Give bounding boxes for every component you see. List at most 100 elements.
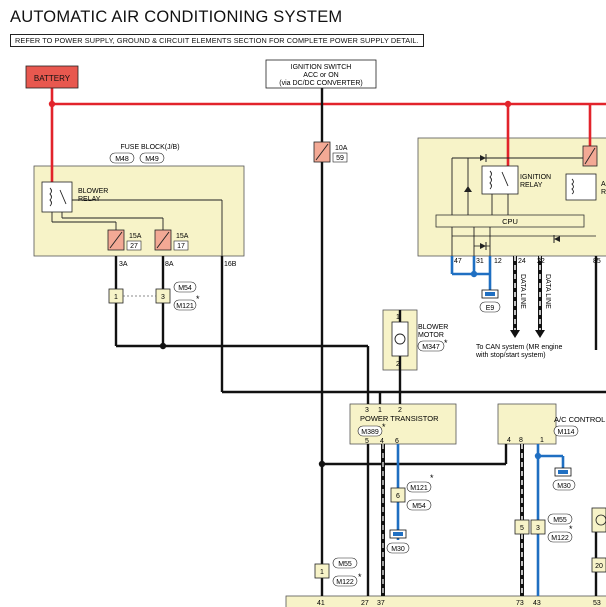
ground-icon [481,289,499,299]
fuse-10a-amp: 10A [335,145,348,152]
relay-contact-icon [501,171,509,187]
fuse2-number: 17 [177,243,185,250]
ecm-pin-31: 31 [476,258,484,265]
power-transistor-box [349,403,457,445]
ignition-relay-label-2: RELAY [520,182,543,189]
ignition-label-3: (via DC/DC CONVERTER) [279,80,363,87]
jc-low-pin [314,563,330,579]
jc-right-conn2: M122 [551,535,569,542]
relay-coil-icon [489,170,492,190]
ecm-pin-12: 12 [494,258,502,265]
blower-relay-box [41,181,73,213]
pt-pin-b1: 5 [365,438,369,445]
ac-control-conn: M114 [558,429,575,436]
jc-low-conn2: M122 [336,579,354,586]
battery-box [25,65,79,89]
jc-left-conn1-pill [173,281,197,293]
ground-e9: E9 [486,305,495,312]
ground-m30-right: M30 [557,483,571,490]
ignition-label-1: IGNITION SWITCH [291,64,352,71]
blower-relay-label-2: RELAY [78,196,101,203]
blower-motor-asterisk: * [444,338,448,348]
ecm-pin-85: 85 [593,258,601,265]
pt-pin-t2: 1 [378,407,382,414]
blower-motor-conn: M347 [422,344,440,351]
fuse-element [109,231,123,249]
motor-pin-top: 1 [396,314,400,321]
relay-coil-icon [49,187,52,207]
ground-m30-pill-right [552,479,576,491]
junction-dot [48,100,56,108]
jc-mid-conn1: M121 [410,485,428,492]
junction-dot [534,452,542,460]
motor-symbol-icon [394,333,406,345]
ac-control-conn-pill [553,425,579,437]
ecm-relay2-label-2: R [601,189,606,196]
fuse1-amp: 15A [129,233,142,240]
pt-conn: M389 [361,429,379,436]
motor-pin-bottom: 2 [396,361,400,368]
relay-contact-icon [59,189,67,205]
fuse2-amp: 15A [176,233,189,240]
fuse-10a-number-box [332,152,348,163]
fuse2-number-box [173,240,189,251]
arrow-down-icon [535,330,545,338]
ac-pin-4: 4 [507,437,511,444]
fuse-block-pin-16b: 16B [224,261,237,268]
fuse-element [584,147,596,165]
jc-low-conn1: M55 [338,561,352,568]
coil-icon [595,514,606,526]
jc-left-conn2-pill [173,299,197,311]
right-edge-pin-label: 20 [595,563,603,570]
ecm-pin-24: 24 [518,258,526,265]
ignition-relay-label-1: IGNITION [520,174,551,181]
arrow-down-icon [510,330,520,338]
jc-low-pin-label: 1 [320,569,324,576]
ground-icon [554,467,572,477]
fuse-block-conn2-pill [139,152,165,164]
page-title: AUTOMATIC AIR CONDITIONING SYSTEM [10,8,343,26]
blower-motor-label-1: BLOWER [418,324,448,331]
right-edge-component [591,507,606,533]
jc-mid-pin-label: 6 [396,493,400,500]
ac-control-box [497,403,557,445]
ignition-switch-box [265,59,377,89]
fuse-block-pin-8a: 8A [165,261,174,268]
fuse-block-pin-3a: 3A [119,261,128,268]
ignition-label-2: ACC or ON [303,72,338,79]
power-transistor-label: POWER TRANSISTOR [360,414,439,423]
junction-dot [470,270,478,278]
jc-right-pin5 [514,519,530,535]
jc-mid-pin [390,487,406,503]
ac-pin-8: 8 [519,437,523,444]
can-note-line-1: To CAN system (MR engine [476,344,562,351]
fuse1-number: 27 [130,243,138,250]
ecm-pin-47: 47 [454,258,462,265]
joint-connector-pin3-label: 3 [161,294,165,301]
junction-dot [504,100,512,108]
pt-pin-t1: 3 [365,407,369,414]
relay-coil-icon [571,178,574,195]
jc-right-conn1-pill [547,513,573,525]
fuse-block-conn1-pill [109,152,135,164]
pt-pin-b2: 4 [380,438,384,445]
jc-right-pin3 [530,519,546,535]
bottom-pin-41: 41 [317,600,325,607]
bottom-pin-43: 43 [533,600,541,607]
bottom-unit-box [285,595,606,607]
jc-mid-asterisk: * [430,473,434,483]
jc-mid-conn2-pill [406,499,432,511]
data-line-label-2: DATA LINE [544,274,551,309]
ground-m30-pill-left [386,542,410,554]
blower-motor-icon [391,321,409,357]
pt-conn-pill [357,425,383,437]
reference-note: REFER TO POWER SUPPLY, GROUND & CIRCUIT … [10,34,424,47]
bottom-pin-53: 53 [593,600,601,607]
jc-right-pin3-label: 3 [536,525,540,532]
fuse-block-conn1: M48 [115,156,129,163]
ac-pin-1: 1 [540,437,544,444]
jc-low-asterisk: * [358,572,362,582]
jc-right-conn1: M55 [553,517,567,524]
pt-asterisk: * [382,422,386,432]
